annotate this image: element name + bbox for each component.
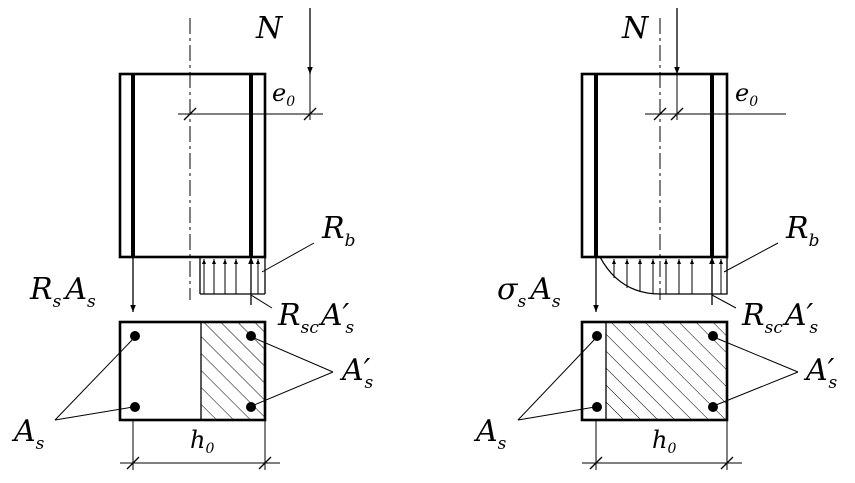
as-prime-label: A′s [803,353,837,393]
stress-block [599,256,728,305]
rebar-compression-top [246,331,256,341]
rebar-compression-bottom [708,402,718,412]
cross-section [580,320,729,422]
h0-dimension: h0 [120,420,280,470]
compression-force-label: RscA′s [277,298,354,338]
rb-leader [261,242,315,273]
rb-label: Rb [321,211,355,251]
eccentricity-dimension: e0 [178,74,323,121]
eccentricity-label: e0 [272,79,295,110]
force-label: N [255,11,284,46]
eccentricity-label: e0 [735,79,758,110]
stress-block [199,257,266,305]
rsc-leader [250,294,273,309]
diagram-left: N e0 Rb [11,8,373,470]
h0-label: h0 [652,426,676,457]
as-prime-label: A′s [339,353,373,393]
as-label: As [473,414,507,454]
rebar-compression-bottom [246,402,256,412]
force-label: N [621,11,650,46]
rsc-leader [711,294,737,309]
rebar-tension-bottom [130,402,140,412]
cross-section [118,320,267,422]
force-arrow: N [255,8,313,74]
column-elevation [580,18,729,300]
as-label: As [11,414,45,454]
rebar-compression-top [708,331,718,341]
rebar-tension-bottom [592,402,602,412]
compression-force-label: RscA′s [741,298,818,338]
rb-leader [723,242,779,273]
h0-label: h0 [190,426,214,457]
force-arrow: N [621,8,680,74]
rebar-tension-top [130,331,140,341]
rb-label: Rb [785,211,819,251]
h0-dimension: h0 [582,420,742,470]
stress-arrows [612,259,723,294]
stress-arrows [202,259,260,294]
column-elevation [118,18,267,300]
rebar-tension-top [592,331,602,341]
compression-zone [606,322,727,420]
eccentricity-dimension: e0 [645,74,786,121]
